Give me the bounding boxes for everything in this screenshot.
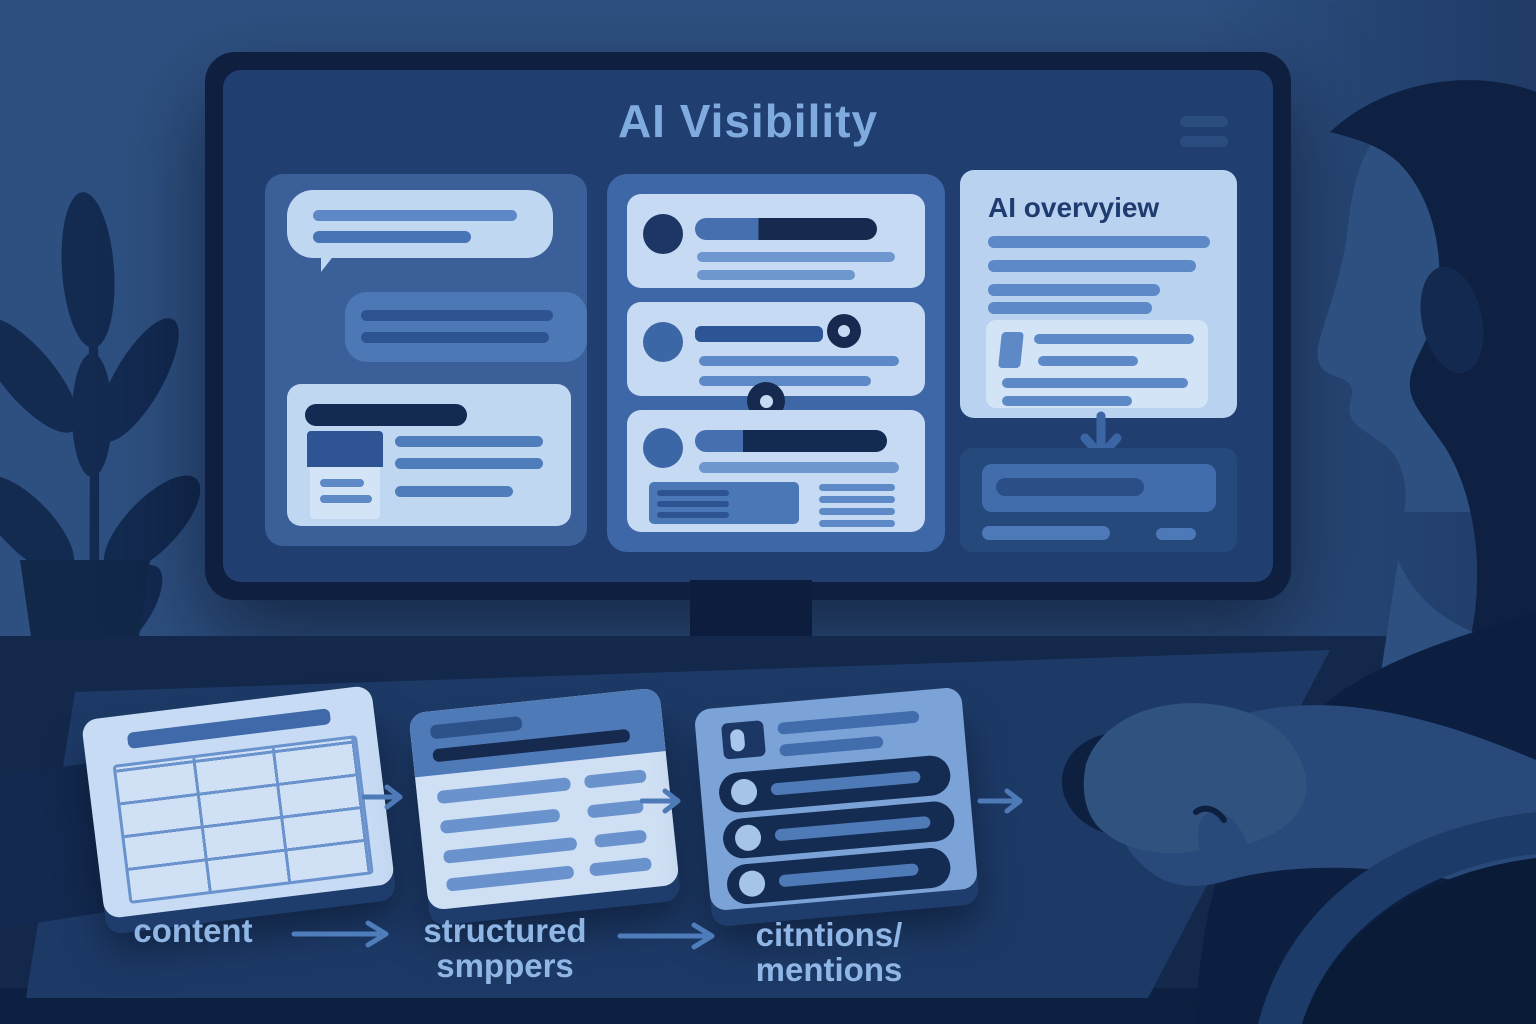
chat-panel xyxy=(265,174,587,546)
right-arrow-icon xyxy=(977,788,1023,814)
text-line xyxy=(988,284,1160,296)
headline-bar xyxy=(305,404,467,426)
chat-bubble-light xyxy=(287,190,553,258)
text-line xyxy=(395,458,543,469)
text-line xyxy=(819,484,895,491)
text-line xyxy=(1038,356,1138,366)
table-grid xyxy=(112,735,374,904)
text-line xyxy=(361,310,553,321)
overview-snippet-card xyxy=(986,320,1208,408)
text-line xyxy=(777,710,920,735)
results-panel xyxy=(607,174,945,552)
text-line xyxy=(657,512,729,518)
text-line xyxy=(313,210,517,221)
text-line xyxy=(697,252,895,262)
text-line xyxy=(988,260,1196,272)
text-line xyxy=(657,501,729,507)
result-card xyxy=(627,302,925,396)
text-pill xyxy=(1156,528,1196,540)
chat-bubble-medium xyxy=(345,292,587,362)
linked-result-panel xyxy=(960,448,1237,552)
title-bar xyxy=(695,326,823,342)
snippet-block xyxy=(649,482,799,524)
text-line xyxy=(778,863,919,888)
chat-result-card xyxy=(287,384,571,526)
flow-label-citations: citntions/ mentions xyxy=(755,916,903,988)
title-bar xyxy=(695,218,877,240)
text-pill xyxy=(429,715,523,740)
thumbnail xyxy=(307,431,383,467)
text-line xyxy=(442,836,578,864)
text-line xyxy=(313,231,471,243)
content-card xyxy=(80,684,396,920)
bullet-dot xyxy=(729,777,759,807)
hamburger-icon xyxy=(1180,116,1228,156)
text-line xyxy=(445,865,575,892)
right-arrow-icon xyxy=(639,788,681,814)
text-line xyxy=(699,356,899,366)
citations-card xyxy=(693,686,979,912)
title-bar xyxy=(695,430,887,452)
thumbnail-caption xyxy=(310,467,380,519)
text-line xyxy=(819,508,895,515)
text-line xyxy=(1002,396,1132,406)
text-line xyxy=(1002,378,1188,388)
text-line xyxy=(819,496,895,503)
flow-label-structured: structured smppers xyxy=(423,912,587,984)
chat-bubble-tail xyxy=(321,254,335,272)
result-card xyxy=(627,410,925,532)
text-line xyxy=(320,479,364,487)
text-line xyxy=(699,462,899,473)
bullet-dot xyxy=(733,823,763,852)
doc-icon xyxy=(721,720,766,760)
text-line xyxy=(589,857,653,877)
right-arrow-icon xyxy=(361,784,403,810)
text-line xyxy=(988,236,1210,248)
text-line xyxy=(699,376,871,386)
text-line xyxy=(583,769,647,789)
text-line xyxy=(988,302,1152,314)
flow-label-content: content xyxy=(133,912,253,949)
text-line xyxy=(982,526,1110,540)
text-line xyxy=(770,770,921,796)
bullet-dot xyxy=(737,869,767,898)
monitor: AI Visibility xyxy=(205,52,1291,600)
text-line xyxy=(361,332,549,343)
avatar xyxy=(643,428,683,468)
text-line xyxy=(395,486,513,497)
text-line xyxy=(1034,334,1194,344)
text-line xyxy=(697,270,855,280)
screen-title: AI Visibility xyxy=(617,95,879,147)
text-line xyxy=(819,520,895,527)
quote-icon xyxy=(998,332,1024,368)
text-line xyxy=(436,777,572,805)
ai-overview-panel: AI overvyiew xyxy=(960,170,1237,418)
link-node-icon xyxy=(827,314,861,348)
monitor-screen: AI Visibility xyxy=(223,70,1273,582)
avatar xyxy=(643,214,683,254)
result-snippet xyxy=(982,464,1216,512)
text-line xyxy=(779,735,884,757)
structured-snippets-card xyxy=(408,687,680,911)
text-line xyxy=(395,436,543,447)
text-line xyxy=(594,829,648,848)
text-line xyxy=(439,808,561,834)
avatar xyxy=(643,322,683,362)
result-card xyxy=(627,194,925,288)
text-line xyxy=(320,495,372,503)
text-line xyxy=(774,815,931,842)
right-arrow-icon xyxy=(291,920,389,948)
text-line xyxy=(657,490,729,496)
right-arrow-icon xyxy=(617,922,715,950)
text-line xyxy=(996,478,1144,496)
doc-icon-mark xyxy=(729,728,746,752)
ai-overview-heading: AI overvyiew xyxy=(988,192,1160,223)
text-line xyxy=(586,799,644,819)
